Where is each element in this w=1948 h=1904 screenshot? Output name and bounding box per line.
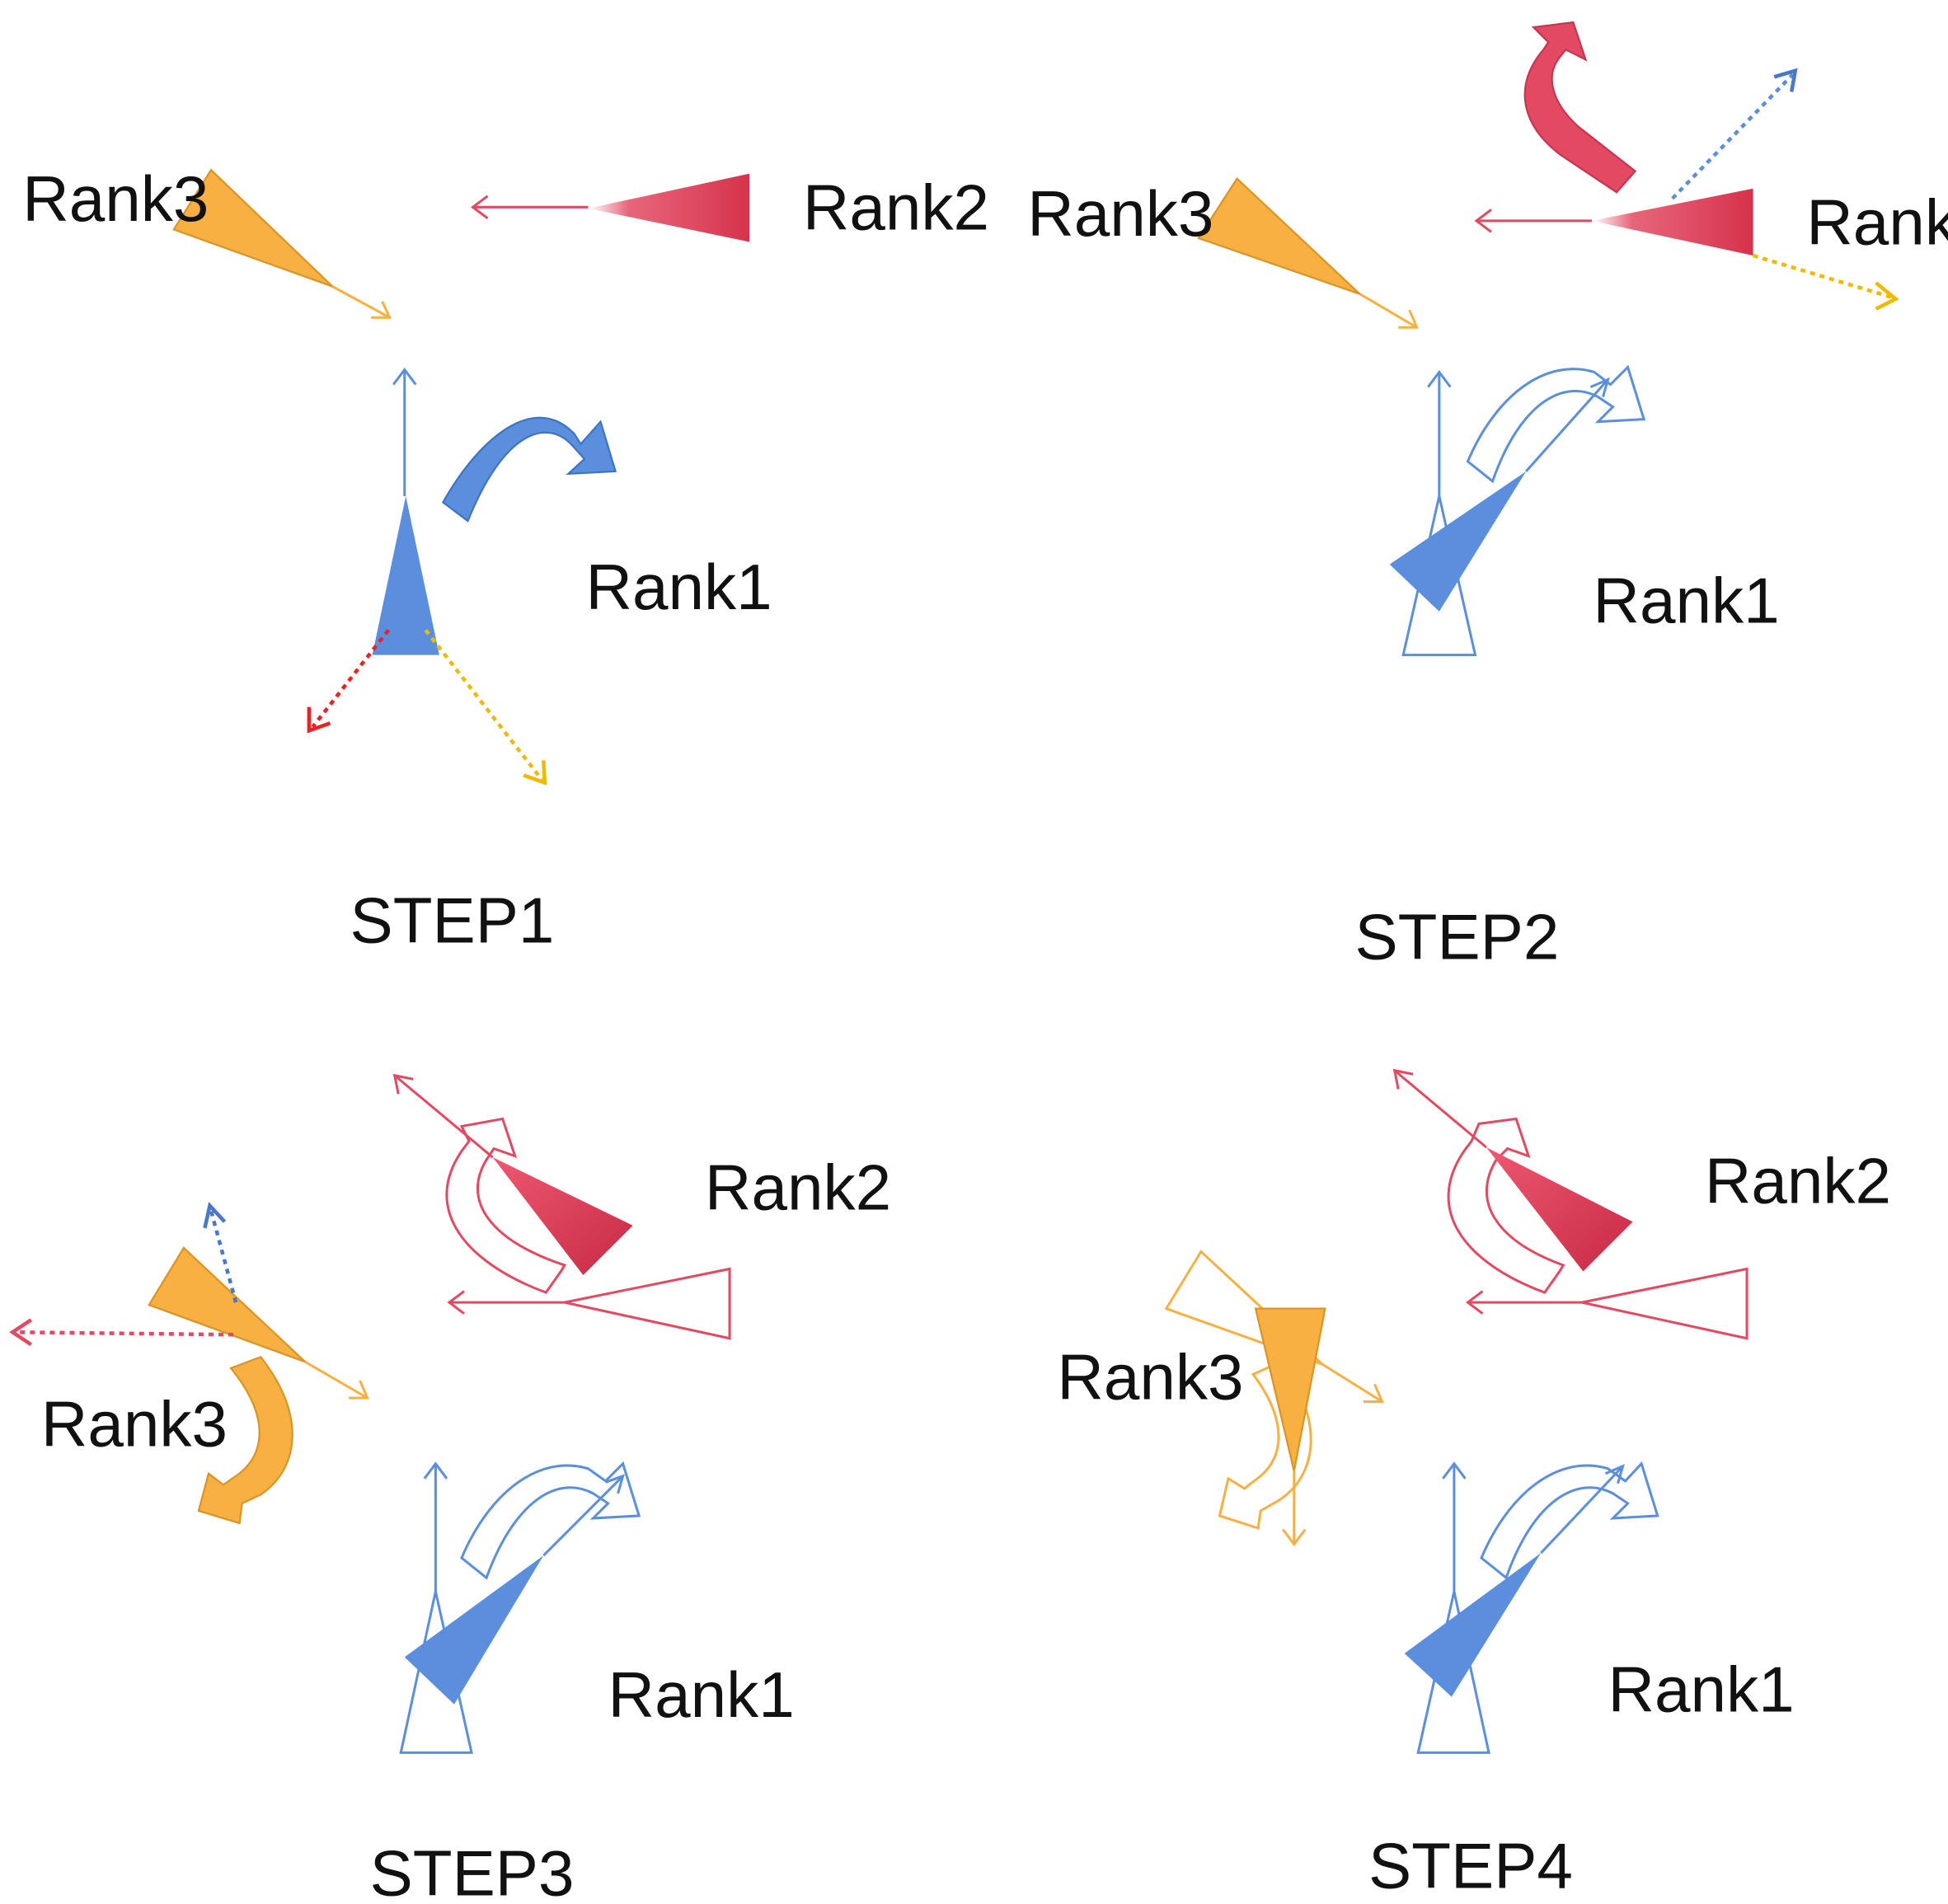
rank2-robot [1486, 1147, 1633, 1272]
rank3-robot [1254, 1307, 1326, 1472]
rank2-label: Rank2 [1705, 1145, 1891, 1217]
rank3-robot [148, 1246, 307, 1363]
rank3-robot [1197, 176, 1361, 295]
step-title: STEP2 [1355, 900, 1560, 973]
rank1-robot [404, 1555, 544, 1705]
rank1-label: Rank1 [1593, 564, 1779, 636]
rank2-ghost-turn-arrow [1447, 1117, 1565, 1294]
panel-step3: Rank2 Rank3 Rank1 STEP3 [9, 1073, 891, 1904]
rank3-ghost-turn-arrow [1218, 1360, 1312, 1530]
rank1-robot [372, 495, 439, 655]
step-title: STEP1 [350, 884, 555, 957]
rank2-label: Rank2 [705, 1151, 891, 1223]
panel-step1: Rank3 Rank2 Rank1 STEP1 [22, 162, 989, 957]
rank2-robot [588, 173, 750, 242]
rank3-label: Rank3 [1027, 177, 1213, 250]
red-dotted-arrow [311, 629, 390, 729]
rank1-label: Rank1 [585, 551, 772, 623]
rank1-robot [1389, 471, 1527, 612]
rank3-label: Rank3 [41, 1388, 228, 1461]
rank1-turn-arrow [441, 416, 617, 523]
rank3-robot [172, 168, 334, 288]
rank3-label: Rank3 [22, 162, 209, 235]
yellow-dotted-arrow [424, 629, 544, 781]
rank3-direction-arrow [331, 285, 391, 319]
rank2-ghost-robot [564, 1267, 731, 1340]
rank1-label: Rank1 [608, 1658, 795, 1731]
rank1-ghost-turn-arrow [460, 1461, 641, 1580]
rank3-label: Rank3 [1057, 1341, 1243, 1414]
rank2-robot [492, 1157, 633, 1276]
rank2-label: Rank2 [803, 171, 989, 243]
rank1-label: Rank1 [1608, 1653, 1794, 1726]
rank3-turn-arrow [197, 1355, 293, 1525]
rank2-turn-arrow [1523, 21, 1637, 194]
rank2-ghost-turn-arrow [445, 1117, 567, 1294]
panel-step2: Rank3 Rank2 Rank1 STEP2 [1027, 21, 1948, 973]
step-title: STEP4 [1368, 1829, 1573, 1902]
rank2-label: Rank2 [1806, 185, 1948, 258]
panel-step4: Rank2 Rank3 Rank1 STEP4 [1057, 1068, 1891, 1902]
rank1-ghost-turn-arrow [1466, 364, 1646, 484]
rank2-robot [1591, 188, 1753, 256]
step-title: STEP3 [370, 1836, 575, 1904]
rank2-ghost-robot [1581, 1267, 1749, 1340]
rank1-ghost-turn-arrow [1480, 1461, 1659, 1580]
rank1-robot [1404, 1553, 1542, 1697]
